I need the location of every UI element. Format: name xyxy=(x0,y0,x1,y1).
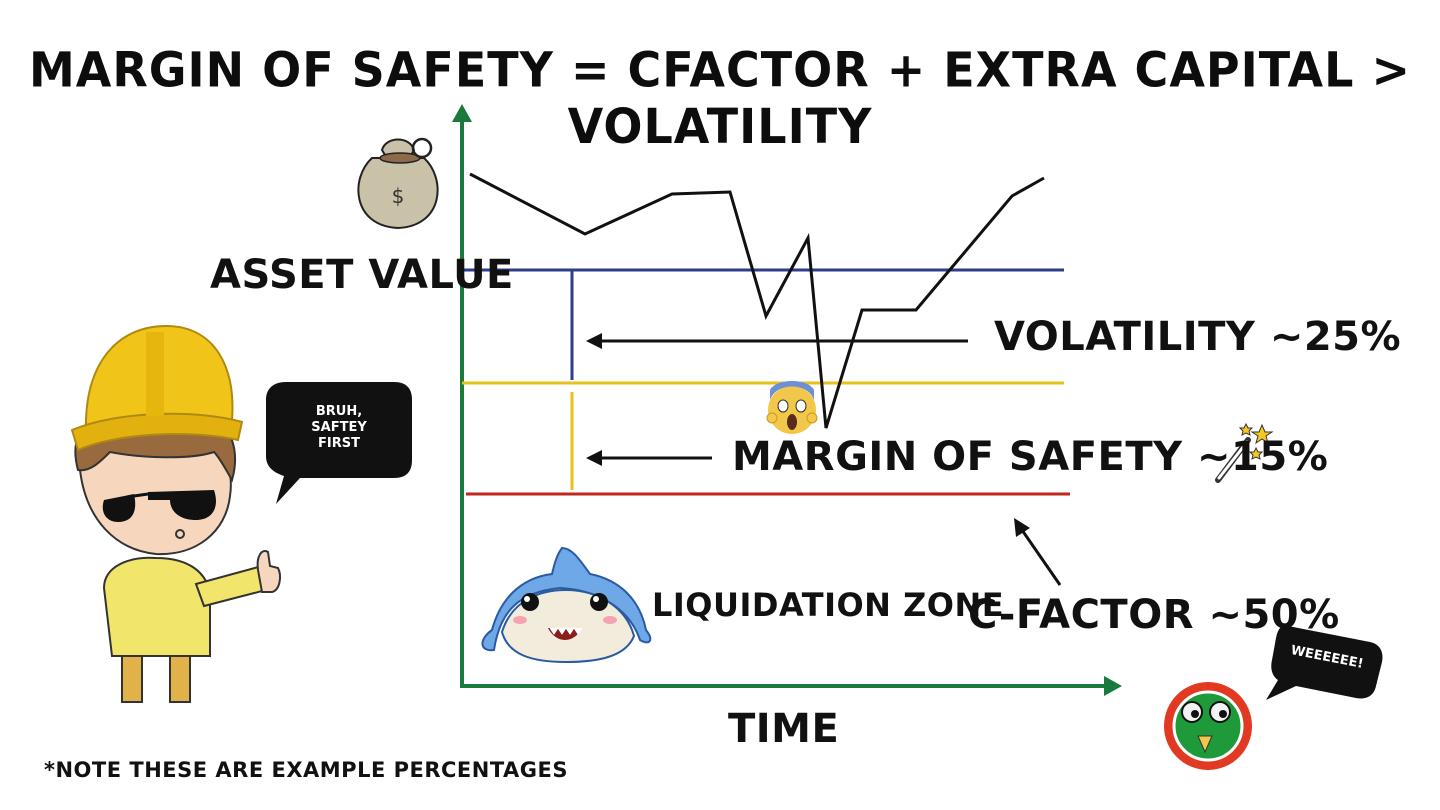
axes xyxy=(452,104,1122,696)
scream-emoji-icon xyxy=(766,381,818,434)
margin-arrow xyxy=(586,450,712,466)
frog-mascot-icon xyxy=(1164,682,1252,770)
footnote: *NOTE THESE ARE EXAMPLE PERCENTAGES xyxy=(44,758,569,782)
price-line xyxy=(469,172,1045,429)
diagram-title: MARGIN OF SAFETY = CFACTOR + EXTRA CAPIT… xyxy=(28,41,1412,155)
shark-icon xyxy=(481,546,652,664)
y-axis-label: ASSET VALUE xyxy=(210,252,514,298)
worker-speech-bubble xyxy=(266,382,412,504)
svg-text:$: $ xyxy=(392,184,405,208)
worker-speech-text: BRUH, SAFTEY FIRST xyxy=(311,404,367,451)
x-axis-label: TIME xyxy=(728,706,840,752)
c-factor-label: C-FACTOR ~50% xyxy=(968,592,1340,638)
volatility-label: VOLATILITY ~25% xyxy=(994,314,1402,360)
liquidation-zone-label: LIQUIDATION ZONE xyxy=(652,586,1005,624)
worker-character xyxy=(70,324,281,703)
y-axis-arrowhead xyxy=(452,104,472,122)
margin-of-safety-label: MARGIN OF SAFETY ~15% xyxy=(732,434,1329,480)
magic-wand-icon xyxy=(1215,422,1274,483)
mascot-speech-bubble xyxy=(1266,625,1383,700)
volatility-arrow xyxy=(586,333,968,349)
money-bag-icon: $ xyxy=(357,137,439,230)
x-axis-arrowhead xyxy=(1104,676,1122,696)
c-factor-arrow xyxy=(1014,518,1062,586)
